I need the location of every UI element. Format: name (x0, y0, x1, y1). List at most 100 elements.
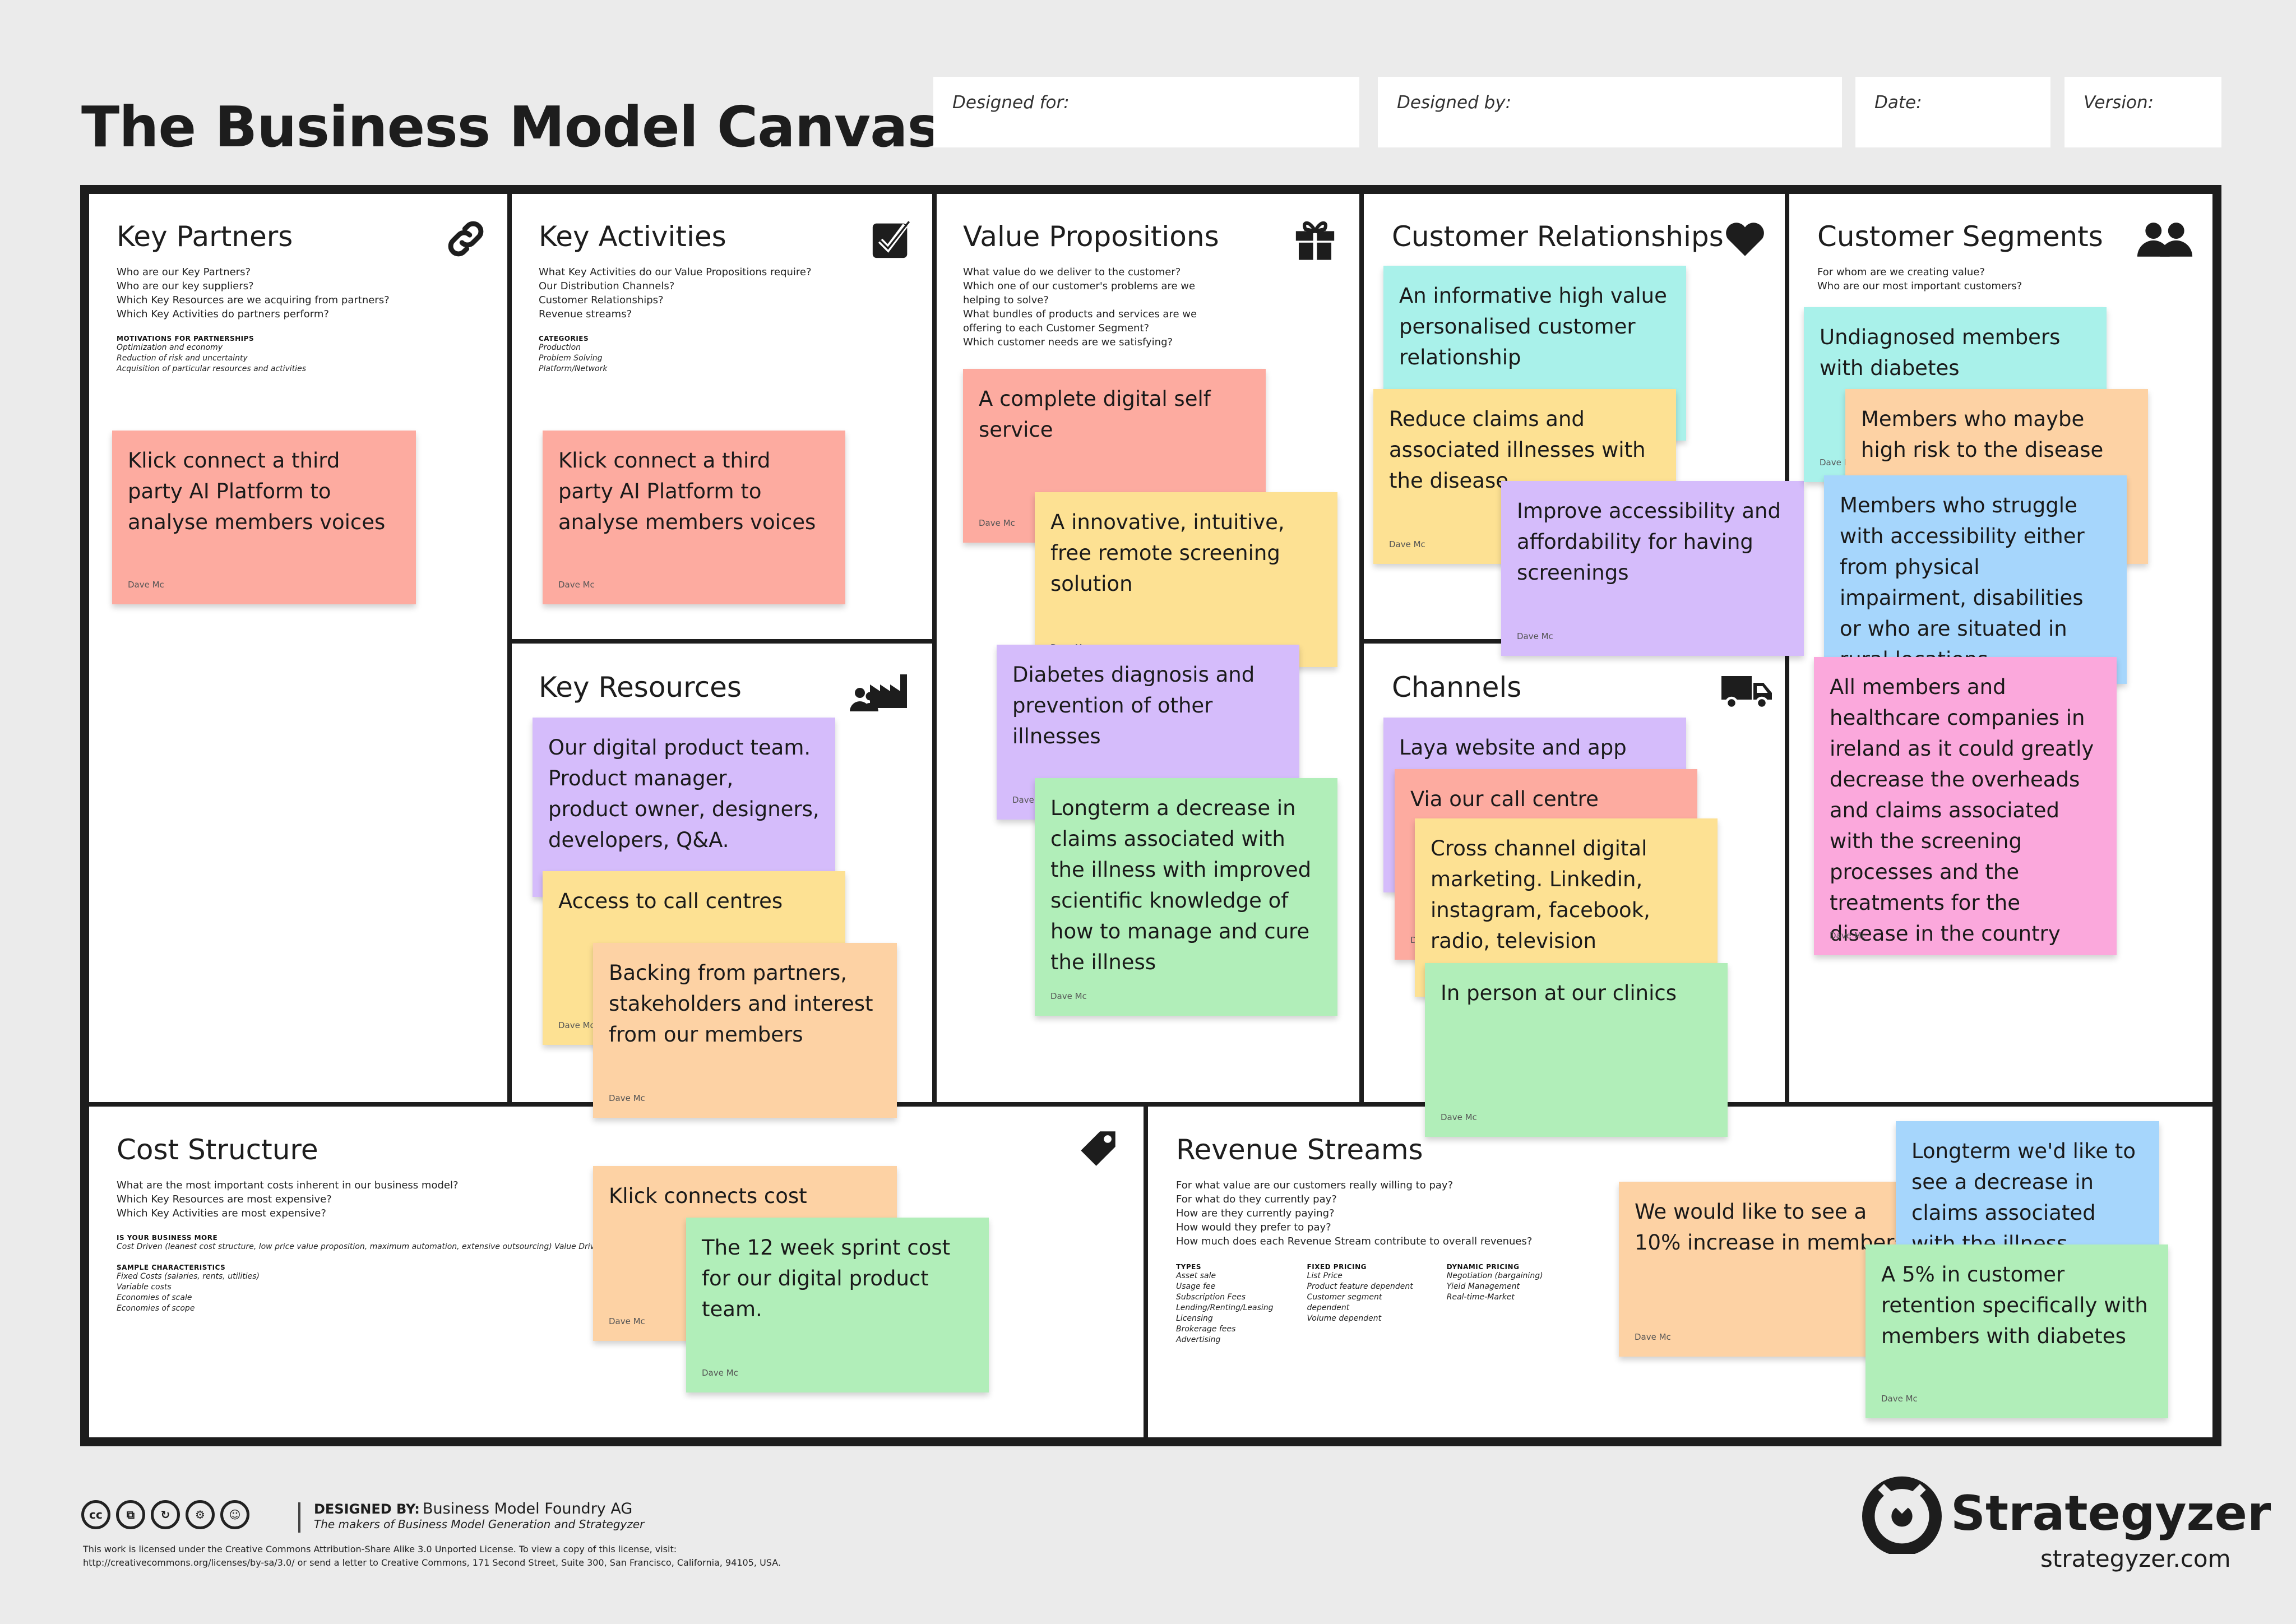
sub-heading: DYNAMIC PRICING (1446, 1263, 1520, 1271)
link-icon (448, 221, 484, 257)
sub-items: Negotiation (bargaining) Yield Managemen… (1446, 1271, 1543, 1302)
sticky-note[interactable]: Improve accessibility and affordability … (1501, 481, 1804, 656)
note-text: Longterm a decrease in claims associated… (1050, 796, 1312, 974)
section-questions: For whom are we creating value? Who are … (1817, 266, 2022, 292)
page-title: The Business Model Canvas (81, 94, 941, 160)
sticky-note[interactable]: Longterm a decrease in claims associated… (1035, 778, 1337, 1016)
note-author: Dave Mc (702, 1368, 738, 1378)
sub-items: Production Problem Solving Platform/Netw… (539, 343, 608, 373)
gift-icon (1295, 221, 1335, 260)
note-author: Dave Mc (1635, 1332, 1671, 1342)
designed-by-name: Business Model Foundry AG (422, 1500, 633, 1517)
brand-name: Strategyzer (1951, 1486, 2271, 1542)
note-author: Dave Mc (979, 518, 1015, 528)
note-text: A innovative, intuitive, free remote scr… (1050, 510, 1285, 596)
note-author: Dave Mc (1050, 991, 1087, 1001)
sub-heading: MOTIVATIONS FOR PARTNERSHIPS (117, 335, 254, 343)
section-title: Key Resources (539, 671, 742, 704)
sub-items: Optimization and economy Reduction of ri… (117, 343, 306, 373)
version-field[interactable]: Version: (2064, 77, 2221, 147)
note-text: Access to call centres (558, 889, 783, 913)
note-text: Klick connects cost (609, 1184, 807, 1208)
sub-heading: TYPES (1176, 1263, 1202, 1271)
remix-icon: ↻ (151, 1500, 180, 1529)
section-title: Channels (1392, 671, 1522, 704)
note-text: Backing from partners, stakeholders and … (609, 961, 873, 1047)
sticky-note[interactable]: Backing from partners, stakeholders and … (593, 943, 897, 1118)
customer-segments-section: Customer Segments For whom are we creati… (1817, 220, 2103, 293)
note-text: The 12 week sprint cost for our digital … (702, 1236, 951, 1321)
note-text: Via our call centre (1410, 787, 1599, 811)
heart-icon (1726, 223, 1764, 256)
channels-section: Channels (1392, 671, 1521, 704)
note-author: Dave Mc (1389, 539, 1425, 549)
section-questions: What are the most important costs inhere… (117, 1179, 459, 1219)
sub-heading: FIXED PRICING (1307, 1263, 1367, 1271)
note-text: In person at our clinics (1441, 981, 1677, 1005)
note-text: Klick connect a third party AI Platform … (128, 448, 386, 534)
section-title: Revenue Streams (1176, 1133, 1423, 1166)
people-icon (2137, 223, 2193, 257)
sticky-note[interactable]: Klick connect a third party AI Platform … (543, 431, 845, 604)
sticky-note[interactable]: The 12 week sprint cost for our digital … (686, 1218, 989, 1392)
value-propositions-section: Value Propositions What value do we deli… (963, 220, 1219, 349)
section-title: Key Partners (117, 220, 293, 253)
sub-heading: CATEGORIES (539, 335, 589, 343)
note-text: Members who struggle with accessibility … (1840, 493, 2085, 672)
divider (507, 639, 937, 644)
sub-heading: IS YOUR BUSINESS MORE (117, 1234, 218, 1242)
section-title: Key Activities (539, 220, 726, 253)
note-text: Diabetes diagnosis and prevention of oth… (1012, 663, 1255, 748)
sticky-note[interactable]: All members and healthcare companies in … (1814, 657, 2117, 955)
license-icons: cc ⧉ ↻ ⚙ ☺ (81, 1500, 255, 1529)
note-text: An informative high value personalised c… (1399, 284, 1667, 369)
divider (507, 191, 512, 1105)
divider (1144, 1102, 1148, 1438)
designed-for-field[interactable]: Designed for: (933, 77, 1359, 147)
sub-items: Asset sale Usage fee Subscription Fees L… (1176, 1271, 1274, 1344)
key-partners-section: Key Partners Who are our Key Partners? W… (117, 220, 390, 374)
divider (932, 191, 937, 1105)
designed-by-field[interactable]: Designed by: (1378, 77, 1842, 147)
section-title: Customer Relationships (1392, 220, 1724, 253)
factory-icon (850, 674, 907, 711)
note-text: Undiagnosed members with diabetes (1820, 325, 2061, 380)
note-text: Laya website and app (1399, 735, 1627, 760)
date-field[interactable]: Date: (1855, 77, 2050, 147)
sub-items: List Price Product feature dependent Cus… (1307, 1271, 1413, 1323)
checkbox-icon (872, 221, 910, 258)
sub-items: Fixed Costs (salaries, rents, utilities)… (117, 1272, 260, 1313)
divider (87, 1102, 2215, 1107)
sticky-note[interactable]: Our digital product team. Product manage… (533, 718, 835, 897)
note-text: Longterm we'd like to see a decrease in … (1911, 1139, 2136, 1256)
sticky-note[interactable]: A 5% in customer retention specifically … (1866, 1244, 2168, 1418)
note-author: Dave Mc (1441, 1112, 1477, 1122)
note-author: Dave Mc (558, 1020, 595, 1030)
strategyzer-logo-icon (1862, 1476, 1942, 1554)
sticky-note[interactable]: Members who struggle with accessibility … (1824, 475, 2127, 684)
note-text: Members who maybe high risk to the disea… (1861, 407, 2104, 462)
section-title: Value Propositions (963, 220, 1219, 253)
sticky-note[interactable]: A innovative, intuitive, free remote scr… (1035, 492, 1337, 667)
revenue-streams-section: Revenue Streams For what value are our c… (1176, 1133, 1543, 1345)
brand-url[interactable]: strategyzer.com (2040, 1545, 2231, 1572)
note-author: Dave Mc (609, 1316, 645, 1326)
note-text: All members and healthcare companies in … (1830, 675, 2094, 946)
note-text: Klick connect a third party AI Platform … (558, 448, 816, 534)
note-author: Dave Mc (558, 580, 595, 590)
note-text: A complete digital self service (979, 387, 1211, 442)
section-title: Cost Structure (117, 1133, 318, 1166)
footer-credit: DESIGNED BY: Business Model Foundry AG T… (314, 1500, 644, 1531)
section-questions: Who are our Key Partners? Who are our ke… (117, 266, 390, 320)
note-text: Reduce claims and associated illnesses w… (1389, 407, 1646, 493)
note-author: Dave Mc (1517, 631, 1553, 641)
note-author: Dave Mc (1830, 931, 1866, 941)
attribution-icon: ☺ (220, 1500, 249, 1529)
sticky-note[interactable]: Klick connect a third party AI Platform … (112, 431, 416, 604)
cc-icon: cc (81, 1500, 110, 1529)
note-author: Dave Mc (1881, 1394, 1918, 1404)
section-questions: For what value are our customers really … (1176, 1179, 1533, 1247)
footer-tagline: The makers of Business Model Generation … (314, 1517, 645, 1531)
section-title: Customer Segments (1817, 220, 2103, 253)
